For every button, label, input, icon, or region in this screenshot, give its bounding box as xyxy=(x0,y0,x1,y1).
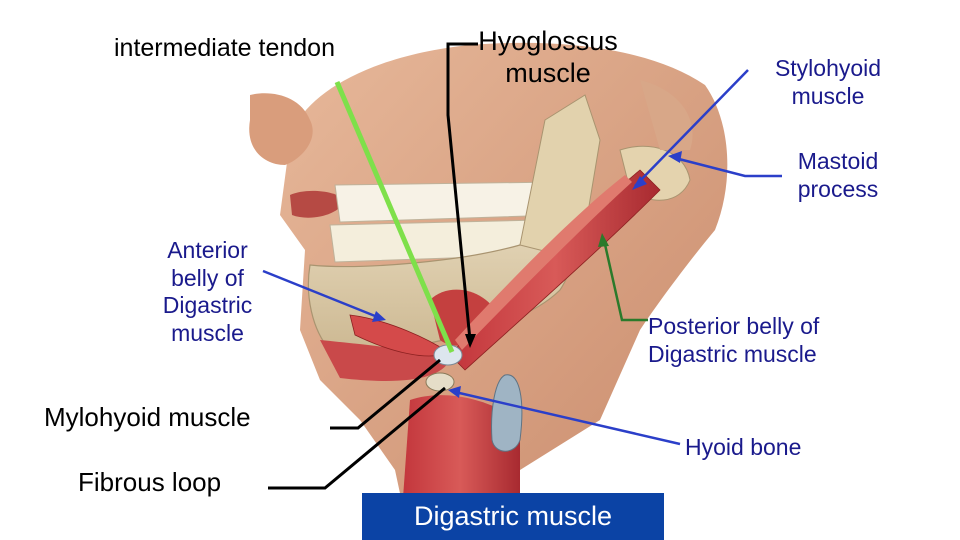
label-anterior-belly-line2: belly of xyxy=(171,264,244,291)
label-fibrous-loop: Fibrous loop xyxy=(78,467,222,497)
label-stylohyoid: Stylohyoid muscle xyxy=(748,55,908,110)
pointer-hyoid-bone-arrowhead xyxy=(448,386,461,398)
pointer-stylohyoid-arrowhead xyxy=(632,176,647,190)
label-stylohyoid-line1: Stylohyoid xyxy=(774,55,882,81)
label-hyoglossus-line1: Hyoglossus xyxy=(478,26,618,56)
pointer-stylohyoid xyxy=(634,69,749,187)
lips-shape xyxy=(290,190,345,218)
label-hyoglossus-line2: muscle xyxy=(505,58,591,89)
label-anterior-belly: Anterior belly of Digastric muscle xyxy=(140,237,275,347)
label-intermediate-tendon: intermediate tendon xyxy=(114,34,335,62)
pointer-fibrous-loop xyxy=(268,386,446,490)
pointer-hyoglossus xyxy=(446,42,478,341)
pointer-hyoid-bone xyxy=(454,390,681,446)
pointer-posterior-belly xyxy=(602,239,648,322)
label-mastoid-line2: process xyxy=(797,175,879,202)
pointer-mastoid-arrowhead xyxy=(668,151,682,163)
pointer-anterior-belly xyxy=(262,269,381,320)
pointer-mylohyoid xyxy=(330,358,441,430)
label-mastoid: Mastoid process xyxy=(778,148,898,203)
pointer-mastoid xyxy=(674,156,782,178)
slide-title: Digastric muscle xyxy=(362,493,664,540)
label-stylohyoid-line2: muscle xyxy=(791,82,865,109)
label-posterior-belly-line1: Posterior belly of xyxy=(648,313,820,339)
label-posterior-belly-line2: Digastric muscle xyxy=(648,340,817,367)
stylohyoid-shape xyxy=(455,175,632,350)
label-anterior-belly-line1: Anterior xyxy=(167,237,248,263)
pointer-posterior-belly-arrowhead xyxy=(598,233,609,247)
nose-shape xyxy=(249,93,313,165)
ear-region xyxy=(640,80,693,150)
label-anterior-belly-line3: Digastric xyxy=(162,292,253,319)
pointer-anterior-belly-arrowhead xyxy=(372,311,386,322)
label-hyoglossus: Hyoglossus muscle xyxy=(448,25,648,90)
pointer-intermediate-tendon xyxy=(334,81,455,353)
mylohyoid-shape xyxy=(320,340,450,381)
pointer-hyoglossus-arrowhead xyxy=(465,334,476,348)
label-mastoid-line1: Mastoid xyxy=(797,148,879,174)
label-mylohyoid: Mylohyoid muscle xyxy=(44,402,251,432)
larynx-shape xyxy=(491,374,523,452)
label-hyoid-bone: Hyoid bone xyxy=(685,434,802,460)
label-anterior-belly-line4: muscle xyxy=(171,319,244,346)
hyoid-bone-shape xyxy=(425,372,455,392)
label-posterior-belly: Posterior belly of Digastric muscle xyxy=(648,313,819,368)
